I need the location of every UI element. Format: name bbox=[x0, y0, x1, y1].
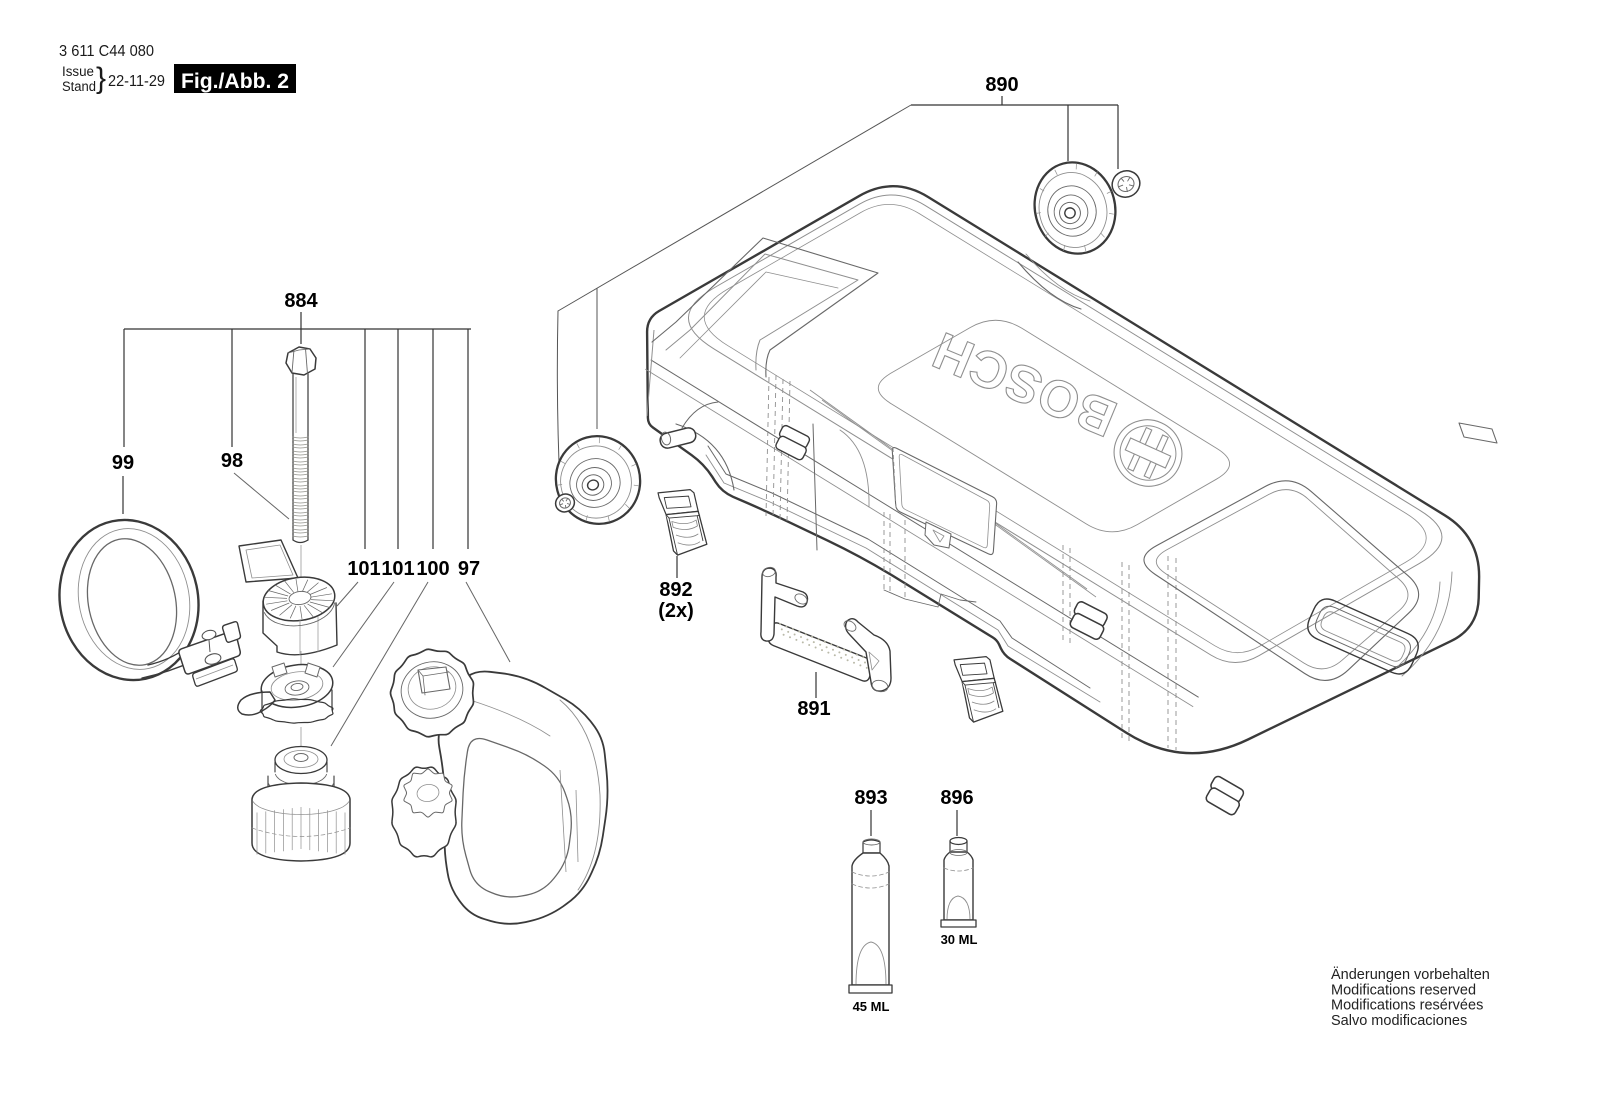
svg-text:98: 98 bbox=[221, 450, 243, 472]
svg-text:22-11-29: 22-11-29 bbox=[108, 73, 165, 90]
svg-text:99: 99 bbox=[112, 452, 134, 474]
svg-text:890: 890 bbox=[985, 74, 1018, 96]
svg-text:892: 892 bbox=[659, 579, 692, 601]
svg-text:Fig./Abb. 2: Fig./Abb. 2 bbox=[181, 70, 289, 93]
svg-text:Issue: Issue bbox=[62, 64, 94, 79]
svg-text:3 611 C44 080: 3 611 C44 080 bbox=[59, 43, 154, 60]
svg-text:Stand: Stand bbox=[62, 79, 96, 94]
svg-text:45 ML: 45 ML bbox=[853, 999, 890, 1014]
svg-text:896: 896 bbox=[940, 787, 973, 809]
svg-text:30 ML: 30 ML bbox=[941, 932, 978, 947]
svg-text:101: 101 bbox=[381, 558, 414, 580]
svg-text:884: 884 bbox=[284, 290, 318, 312]
svg-text:}: } bbox=[96, 62, 106, 95]
svg-text:(2x): (2x) bbox=[658, 600, 694, 622]
svg-text:Änderungen vorbehalten: Änderungen vorbehalten bbox=[1331, 966, 1490, 983]
svg-text:Modifications resérvées: Modifications resérvées bbox=[1331, 998, 1483, 1014]
svg-text:100: 100 bbox=[416, 558, 449, 580]
svg-text:97: 97 bbox=[458, 558, 480, 580]
svg-text:Modifications reserved: Modifications reserved bbox=[1331, 982, 1476, 998]
svg-text:Salvo modificaciones: Salvo modificaciones bbox=[1331, 1013, 1467, 1029]
svg-text:893: 893 bbox=[854, 787, 887, 809]
svg-text:891: 891 bbox=[797, 698, 830, 720]
svg-text:101: 101 bbox=[347, 558, 380, 580]
